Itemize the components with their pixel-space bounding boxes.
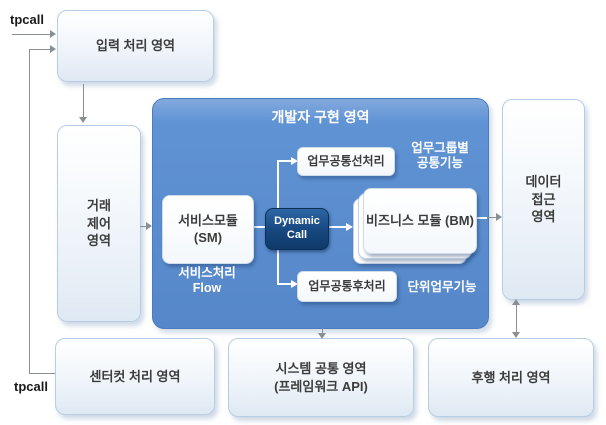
- system-common-line2: (프레임워크 API): [274, 378, 368, 394]
- data-access-area-box: 데이터 접근 영역: [502, 99, 585, 300]
- group-common-function-label: 업무그룹별 공통기능: [400, 141, 480, 171]
- common-preprocess-box: 업무공통선처리: [297, 147, 395, 176]
- system-common-area-label: 시스템 공통 영역 (프레임워크 API): [274, 360, 368, 395]
- tpcall-label-bottom: tpcall: [14, 379, 48, 394]
- service-flow-label: 서비스처리 Flow: [160, 266, 254, 296]
- input-to-control-arrowhead: [79, 117, 87, 123]
- dynamiccall-up-vline: [277, 160, 279, 208]
- common-postprocess-box: 업무공통후처리: [297, 271, 397, 302]
- system-common-line1: 시스템 공통 영역: [275, 360, 367, 376]
- centercut-loop-bottomline: [29, 373, 55, 374]
- data-post-down-arrowhead: [512, 332, 520, 338]
- dynamiccall-down-vline: [277, 248, 279, 285]
- data-access-area-label: 데이터 접근 영역: [526, 173, 562, 226]
- postprocess-arrowhead: [291, 280, 298, 288]
- tpcall-top-line: [12, 34, 50, 35]
- group-common-line1: 업무그룹별: [411, 141, 469, 155]
- panel-to-system-arrowhead: [318, 333, 326, 339]
- service-module-box: 서비스모듈 (SM): [162, 195, 254, 264]
- service-module-label: 서비스모듈 (SM): [163, 213, 253, 247]
- data-access-line3: 영역: [531, 209, 556, 225]
- post-processing-area-label: 후행 처리 영역: [471, 369, 551, 385]
- dynamiccall-to-bm-arrowhead: [346, 223, 353, 231]
- transaction-control-line3: 영역: [87, 233, 111, 249]
- developer-implementation-title: 개발자 구현 영역: [271, 109, 370, 125]
- service-flow-line2: Flow: [192, 281, 222, 295]
- centercut-loop-arrowhead: [50, 45, 56, 53]
- dynamiccall-to-bm-line: [327, 226, 346, 228]
- common-postprocess-label: 업무공통후처리: [308, 278, 386, 293]
- dynamiccall-up-hline: [277, 160, 291, 162]
- transaction-control-area-box: 거래 제어 영역: [57, 125, 141, 322]
- business-module-line2: (BM): [445, 212, 474, 228]
- service-flow-line1: 서비스처리: [178, 266, 236, 280]
- business-module-box: 비즈니스 모듈 (BM): [363, 188, 477, 254]
- group-common-line2: 공통기능: [416, 156, 463, 170]
- common-preprocess-label: 업무공통선처리: [307, 153, 385, 168]
- dynamic-call-line2: Call: [286, 229, 308, 241]
- sm-to-dynamiccall-line: [252, 226, 265, 228]
- data-access-line1: 데이터: [525, 174, 562, 190]
- post-processing-area-box: 후행 처리 영역: [428, 338, 594, 417]
- business-module-label: 비즈니스 모듈 (BM): [366, 213, 474, 230]
- data-post-up-arrowhead: [512, 299, 520, 305]
- transaction-control-line1: 거래: [87, 198, 111, 214]
- centercut-processing-area-label: 센터컷 처리 영역: [89, 368, 181, 384]
- dynamic-call-box: Dynamic Call: [265, 208, 329, 250]
- centercut-loop-topline: [29, 49, 50, 50]
- dynamiccall-down-hline: [277, 283, 291, 285]
- input-to-control-line: [83, 84, 84, 117]
- tpcall-top-arrowhead: [50, 30, 56, 38]
- dynamic-call-label: Dynamic Call: [274, 215, 320, 243]
- data-post-line: [516, 305, 517, 332]
- bm-to-data-arrowhead: [496, 213, 502, 221]
- centercut-loop-vline: [29, 49, 30, 374]
- system-common-area-box: 시스템 공통 영역 (프레임워크 API): [228, 338, 414, 417]
- bm-to-panel-edge-line: [475, 217, 487, 219]
- input-processing-area-box: 입력 처리 영역: [57, 10, 214, 82]
- service-module-line1: 서비스모듈: [178, 212, 238, 228]
- transaction-control-area-label: 거래 제어 영역: [87, 197, 111, 250]
- data-access-line2: 접근: [531, 191, 556, 207]
- tpcall-label-top: tpcall: [10, 12, 44, 27]
- centercut-processing-area-box: 센터컷 처리 영역: [55, 338, 215, 415]
- bm-to-data-line: [487, 217, 496, 218]
- preprocess-arrowhead: [291, 157, 298, 165]
- service-module-line2: (SM): [193, 229, 223, 245]
- business-module-line1: 비즈니스 모듈: [366, 212, 442, 228]
- control-to-panel-arrowhead: [146, 222, 152, 230]
- unit-function-label: 단위업무기능: [407, 280, 477, 294]
- control-to-panel-line: [140, 226, 147, 227]
- panel-to-system-line: [322, 328, 323, 333]
- transaction-control-line2: 제어: [87, 215, 111, 231]
- dynamic-call-line1: Dynamic: [274, 215, 320, 228]
- input-processing-area-label: 입력 처리 영역: [96, 38, 175, 54]
